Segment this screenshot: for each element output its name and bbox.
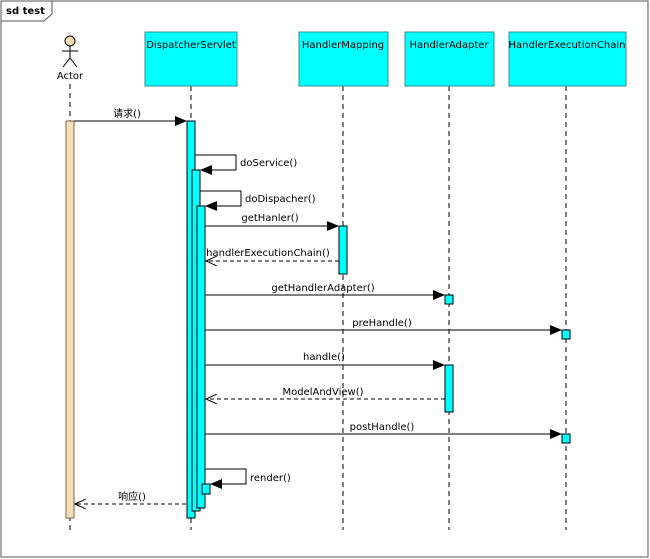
lifeline-head-dispatcherservlet: DispatcherServlet xyxy=(144,31,238,87)
message-gethandleradapter-label: getHandlerAdapter() xyxy=(271,283,374,294)
message-render-label: render() xyxy=(250,473,291,484)
message-dodispacher-arrow xyxy=(200,190,242,211)
svg-text:HandlerExecutionChain: HandlerExecutionChain xyxy=(508,40,625,51)
lifeline-head-handleradapter: HandlerAdapter xyxy=(404,31,495,87)
message-gethanler-label: getHanler() xyxy=(241,213,298,224)
message-handle-label: handle() xyxy=(303,352,345,363)
svg-text:HandlerMapping: HandlerMapping xyxy=(302,40,384,51)
message-modelandview-label: ModelAndView() xyxy=(282,387,363,398)
handlerexecutionchain-activation-1 xyxy=(561,329,571,340)
handleradapter-activation-2 xyxy=(444,364,454,413)
handlermapping-activation xyxy=(338,225,348,275)
message-render-arrow xyxy=(205,468,247,489)
dispatcherservlet-activation-4 xyxy=(201,483,211,495)
actor-label: Actor xyxy=(57,71,84,82)
lifeline-head-handlermapping: HandlerMapping xyxy=(298,31,389,87)
frame-tab xyxy=(0,0,53,22)
message-doservice-label: doService() xyxy=(240,158,297,169)
message-request-label: 请求() xyxy=(113,107,141,120)
svg-text:DispatcherServlet: DispatcherServlet xyxy=(146,40,236,51)
frame-title: sd test xyxy=(6,6,45,17)
svg-text:HandlerAdapter: HandlerAdapter xyxy=(409,40,489,51)
handleradapter-activation-1 xyxy=(444,294,454,305)
message-dodispacher-label: doDispacher() xyxy=(245,194,316,205)
message-posthandle-label: postHandle() xyxy=(350,422,415,433)
dispatcherservlet-activation-3 xyxy=(196,205,206,509)
message-prehandle-label: preHandle() xyxy=(352,318,412,329)
actor-icon xyxy=(62,35,78,68)
message-doservice-arrow xyxy=(195,154,237,175)
message-handlerexecutionchain-label: handlerExecutionChain() xyxy=(206,248,330,259)
lifeline-head-handlerexecutionchain: HandlerExecutionChain xyxy=(508,31,627,87)
message-response-label: 响应() xyxy=(118,490,146,503)
handlerexecutionchain-activation-2 xyxy=(561,433,571,444)
actor-activation xyxy=(65,120,75,519)
